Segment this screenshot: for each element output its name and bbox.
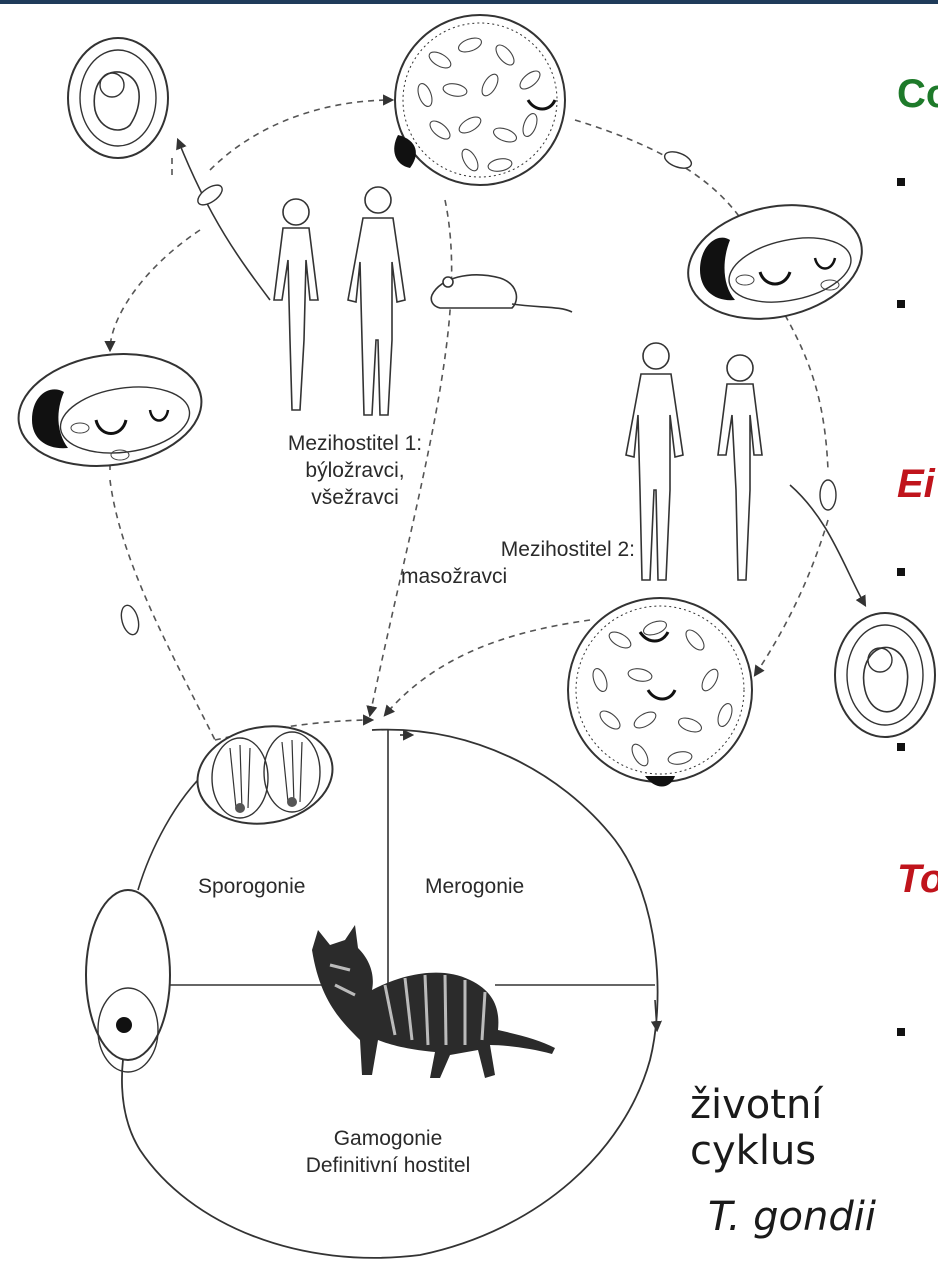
intermediate-host-1-herbivores: býložravci, <box>245 457 465 484</box>
gamogonie-title: Gamogonie <box>263 1125 513 1152</box>
oocyst-icon <box>190 716 341 834</box>
merogonie-label: Merogonie <box>425 873 524 900</box>
side-heading-3: To <box>897 857 938 902</box>
cat-icon <box>312 925 555 1078</box>
oocyst-icon <box>86 890 170 1072</box>
intermediate-host-1-title: Mezihostitel 1: <box>245 430 465 457</box>
bullet-marker <box>897 568 905 576</box>
cyst-icon <box>394 15 565 185</box>
embryo-icon <box>68 38 168 158</box>
caption-species: T. gondii <box>708 1194 876 1240</box>
cyst-icon <box>568 598 752 787</box>
bullet-marker <box>897 178 905 186</box>
bullet-marker <box>897 1028 905 1036</box>
side-heading-2: Ei <box>897 462 935 507</box>
intermediate-host-1-omnivores: všežravci <box>245 484 465 511</box>
human-figure-icon <box>626 343 762 580</box>
mouse-icon <box>431 275 572 312</box>
bullet-marker <box>897 743 905 751</box>
sporogonie-label: Sporogonie <box>198 873 305 900</box>
intermediate-host-2-label: Mezihostitel 2: masožravci <box>395 536 635 590</box>
intermediate-host-2-title: Mezihostitel 2: <box>395 536 635 563</box>
caption-life: životní <box>690 1082 822 1128</box>
cyst-icon <box>11 343 209 478</box>
bullet-marker <box>897 300 905 308</box>
embryo-icon <box>835 613 935 737</box>
caption-cycle: cyklus <box>690 1128 816 1174</box>
gamogonie-label: Gamogonie Definitivní hostitel <box>263 1125 513 1179</box>
definitive-host-title: Definitivní hostitel <box>263 1152 513 1179</box>
cyst-icon <box>677 190 872 334</box>
side-heading-1: Co <box>897 72 938 117</box>
intermediate-host-1-label: Mezihostitel 1: býložravci, všežravci <box>245 430 465 511</box>
human-figure-icon <box>274 187 405 415</box>
intermediate-host-2-carnivores: masožravci <box>395 563 635 590</box>
